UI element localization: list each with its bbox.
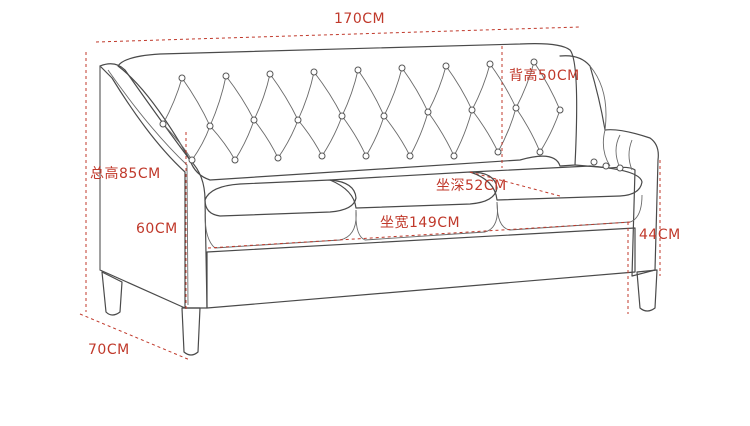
tuft-button [398, 64, 406, 72]
tuft-button [222, 72, 230, 80]
tuft-button [338, 112, 346, 120]
label-seat-depth: 坐深52CM [436, 178, 507, 194]
tuft-button [530, 58, 538, 66]
tuft-seam [253, 119, 279, 159]
tuft-button [536, 148, 544, 156]
sofa-left-side [99, 65, 186, 309]
tuft-seam [357, 69, 385, 117]
tuft-button [442, 62, 450, 70]
tuft-seam [225, 75, 255, 121]
tuft-seam [162, 77, 183, 125]
tuft-button [424, 108, 432, 116]
seat-cushion-middle [329, 171, 498, 209]
tuft-button [188, 156, 196, 164]
sofa-back-outline [117, 43, 578, 181]
dim-line-total-length [95, 26, 581, 43]
tuft-button [231, 156, 239, 164]
tuft-button [494, 148, 502, 156]
tuft-button [274, 154, 282, 162]
seat-cushion-right [469, 165, 643, 201]
tuft-button [159, 120, 167, 128]
tuft-button [206, 122, 214, 130]
tuft-seam [489, 63, 517, 109]
tuft-seam [209, 125, 236, 161]
sofa-base-rail [206, 227, 636, 309]
tuft-button [556, 106, 564, 114]
seat-cushion-left [204, 179, 357, 217]
tuft-seam [539, 109, 561, 153]
leg-front-right [636, 269, 658, 312]
tuft-seam [341, 69, 359, 117]
label-total-length: 170CM [334, 11, 386, 27]
tuft-button [380, 112, 388, 120]
cushion-front-left [204, 209, 357, 249]
tuft-button [616, 164, 624, 172]
tuft-seam [533, 61, 561, 111]
sofa-right-arm-roll [589, 65, 611, 167]
label-arm-height: 60CM [136, 221, 178, 237]
tuft-button [250, 116, 258, 124]
sofa-left-arm-inner [107, 69, 189, 306]
tuft-seam [471, 63, 491, 111]
tuft-seam [253, 73, 271, 121]
tuft-seam [297, 119, 323, 157]
label-seat-height: 44CM [639, 227, 681, 243]
tuft-button [354, 66, 362, 74]
label-depth: 70CM [88, 342, 130, 358]
leg-back-left [101, 271, 123, 316]
tuft-button [486, 60, 494, 68]
tuft-button [294, 116, 302, 124]
dim-line-depth [79, 313, 191, 361]
tuft-button [406, 152, 414, 160]
tuft-seam [445, 65, 473, 111]
tuft-seam [427, 111, 455, 157]
tuft-seam [181, 77, 211, 127]
tuft-seam [471, 109, 499, 153]
tuft-seam [453, 109, 473, 157]
tuft-seam [209, 75, 227, 127]
tuft-button [450, 152, 458, 160]
tuft-seam [297, 71, 315, 121]
cushion-front-right [496, 194, 643, 231]
tuft-seam [383, 67, 403, 117]
leg-front-left [181, 307, 201, 356]
tuft-button [318, 152, 326, 160]
tuft-seam [427, 65, 447, 113]
tuft-seam [162, 123, 193, 161]
tuft-button [468, 106, 476, 114]
back-tufting [159, 58, 624, 172]
tuft-button [602, 162, 610, 170]
tuft-button [178, 74, 186, 82]
tuft-seam [409, 111, 429, 157]
tuft-seam [515, 107, 541, 153]
tuft-seam [313, 71, 343, 117]
tuft-button [590, 158, 598, 166]
tuft-seam [341, 115, 367, 157]
tuft-button [310, 68, 318, 76]
tuft-seam [365, 115, 385, 157]
label-total-height: 总高85CM [90, 166, 161, 182]
tuft-seam [401, 67, 429, 113]
tuft-seam [515, 61, 535, 109]
tuft-seam [321, 115, 343, 157]
sofa-right-arm-front [615, 134, 633, 171]
sofa-right-arm [559, 55, 659, 277]
label-seat-width: 坐宽149CM [380, 215, 461, 231]
tuft-seam [191, 125, 211, 161]
tuft-seam [383, 115, 411, 157]
dim-line-seat-width [207, 221, 633, 249]
label-back-height: 背高50CM [509, 68, 580, 84]
sofa-left-arm [99, 63, 208, 309]
tuft-seam [277, 119, 299, 159]
tuft-seam [497, 107, 517, 153]
tuft-button [512, 104, 520, 112]
tuft-seam [234, 119, 255, 161]
tuft-seam [269, 73, 299, 121]
tuft-button [362, 152, 370, 160]
cushion-front-middle [355, 201, 498, 241]
tuft-button [266, 70, 274, 78]
